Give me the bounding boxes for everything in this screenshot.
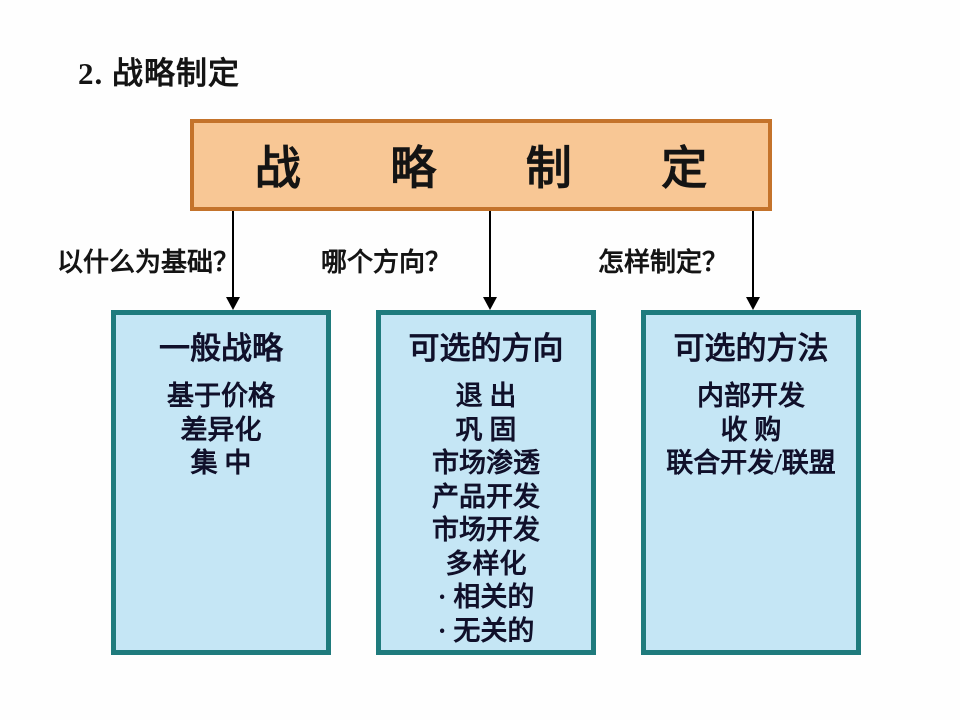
- box-item: 基于价格: [167, 381, 275, 411]
- arrow-line-method: [752, 211, 754, 299]
- arrow-line-basis: [232, 211, 234, 299]
- box-item-list: 内部开发收 购联合开发/联盟: [646, 380, 856, 481]
- box-item: 市场开发: [432, 515, 540, 545]
- arrow-head-method: [746, 297, 760, 310]
- arrow-head-direction: [483, 297, 497, 310]
- box-item: 产品开发: [432, 481, 540, 512]
- box-item-list: 退 出巩 固市场渗透产品开发市场开发多样化· 相关的· 无关的: [381, 380, 591, 648]
- box-item: 市场渗透: [432, 448, 540, 478]
- box-item: · 相关的: [437, 582, 535, 612]
- box-title: 可选的方法: [673, 331, 829, 366]
- box-title: 一般战略: [159, 331, 283, 366]
- box-optional-directions: 可选的方向 退 出巩 固市场渗透产品开发市场开发多样化· 相关的· 无关的: [376, 310, 596, 655]
- question-method: 怎样制定？: [598, 248, 729, 277]
- strategy-banner: 战 略 制 定: [190, 119, 772, 211]
- box-item: · 无关的: [437, 615, 535, 646]
- box-title: 可选的方向: [408, 331, 564, 366]
- arrow-head-basis: [226, 297, 240, 310]
- strategy-banner-label: 战 略 制 定: [254, 143, 708, 194]
- box-general-strategy: 一般战略 基于价格差异化集 中: [111, 310, 331, 655]
- question-basis: 以什么为基础？: [57, 248, 240, 277]
- slide-title: 2. 战略制定: [78, 56, 240, 91]
- box-item: 差异化: [180, 414, 262, 445]
- box-item: 退 出: [455, 381, 517, 411]
- question-direction: 哪个方向？: [321, 248, 452, 277]
- box-item: 联合开发/联盟: [666, 448, 836, 478]
- box-item-list: 基于价格差异化集 中: [116, 380, 326, 481]
- box-item: 收 购: [720, 414, 782, 445]
- box-item: 集 中: [190, 448, 252, 478]
- box-optional-methods: 可选的方法 内部开发收 购联合开发/联盟: [641, 310, 861, 655]
- arrow-line-direction: [489, 211, 491, 299]
- box-item: 内部开发: [697, 381, 805, 411]
- box-item: 巩 固: [455, 414, 517, 445]
- box-item: 多样化: [445, 548, 527, 579]
